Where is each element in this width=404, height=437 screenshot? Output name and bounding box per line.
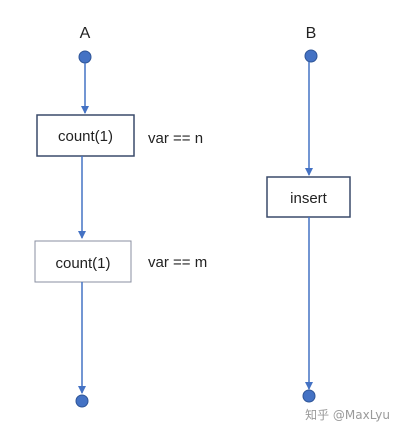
lane-a-note-1: var == n — [148, 130, 203, 147]
lane-b-box-1 — [266, 176, 351, 218]
lane-b-end-node — [302, 389, 316, 403]
lane-a-end-node — [75, 394, 89, 408]
lane-a-label: A — [80, 25, 91, 42]
lane-b-box-1-text: insert — [290, 190, 328, 207]
watermark: 知乎 @MaxLyu — [305, 408, 390, 422]
lane-a-box-2 — [34, 240, 132, 283]
lane-a-box-1-text: count(1) — [58, 128, 113, 145]
lane-a-start-node — [78, 50, 92, 64]
lane-a-box-1 — [36, 114, 135, 157]
lane-b-label: B — [306, 25, 317, 42]
lane-a-note-2: var == m — [148, 254, 207, 271]
lane-b-start-node — [304, 49, 318, 63]
lane-a-box-2-text: count(1) — [55, 255, 110, 272]
